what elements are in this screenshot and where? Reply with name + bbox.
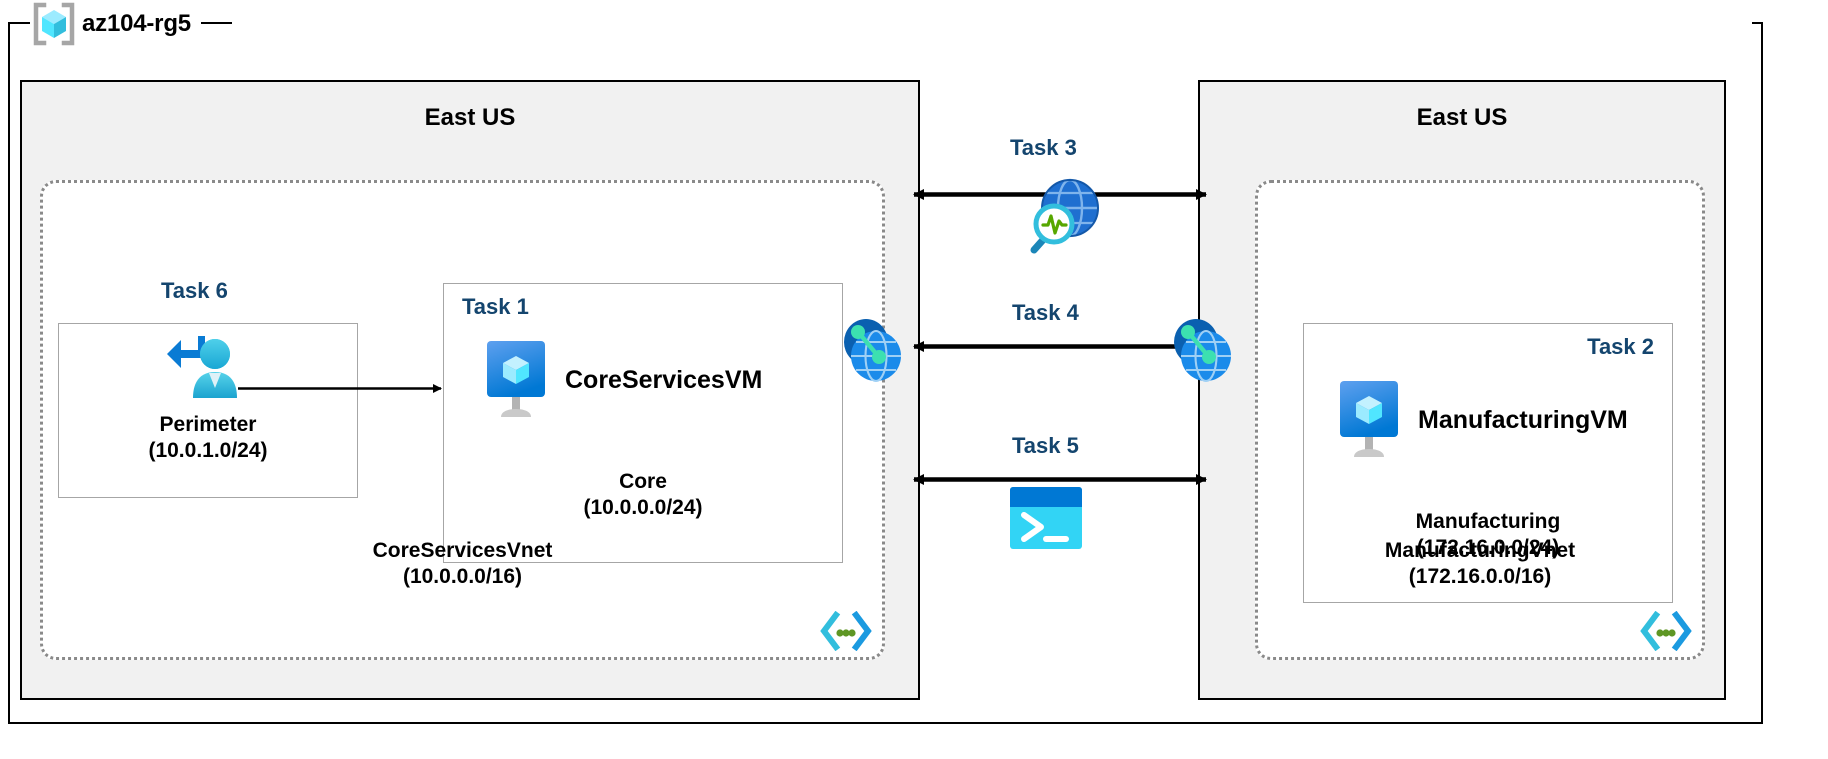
vnet-name-core: CoreServicesVnet [372,539,553,562]
vm-row-manufacturing: ManufacturingVM [1332,379,1628,461]
vnet-cidr-manufacturing: (172.16.0.0/16) [1408,565,1552,589]
task5-connector-arrow [913,474,1207,485]
resource-group-name: az104-rg5 [82,10,191,37]
subnet-label-perimeter: Perimeter (10.0.1.0/24) [59,412,357,465]
task-label-4: Task 4 [1012,300,1079,325]
subnet-label-manufacturing: Manufacturing (172.16.0.0/24) [1304,509,1672,562]
vnet-box-manufacturing: Task 2 [1255,180,1705,660]
task-label-3: Task 3 [1010,135,1077,160]
task-label-2: Task 2 [1587,334,1654,359]
resource-group-header: az104-rg5 [30,2,201,46]
vnet-label-core: CoreServicesVnet (10.0.0.0/16) [43,538,882,591]
vnet-name-manufacturing: ManufacturingVnet [1384,539,1576,562]
vnet-brackets-icon [1640,610,1692,652]
network-watcher-icon [1020,176,1099,254]
subnet-cidr-manufacturing: (172.16.0.0/24) [1416,536,1560,560]
vnet-peering-icon [1168,316,1232,383]
vnet-label-manufacturing: ManufacturingVnet (172.16.0.0/16) [1258,538,1702,591]
user-login-icon [167,332,239,404]
virtual-machine-icon [479,339,551,421]
cloud-shell-icon [1008,485,1082,549]
subnet-box-core: Task 1 [443,283,843,563]
vm-name-core: CoreServicesVM [565,365,763,394]
task4-connector-arrow [913,341,1207,352]
subnet-box-perimeter: Perimeter (10.0.1.0/24) [58,323,358,498]
vnet-cidr-core: (10.0.0.0/16) [402,565,523,589]
subnet-cidr-perimeter: (10.0.1.0/24) [148,439,268,463]
vnet-box-core: Perimeter (10.0.1.0/24) Task 6 Task 1 [40,180,885,660]
subnet-name-perimeter: Perimeter [159,413,257,436]
perimeter-to-core-arrow [238,384,442,393]
task-label-6: Task 6 [161,278,228,303]
region-box-right: East US Task 2 [1198,80,1726,700]
region-box-left: East US [20,80,920,700]
subnet-box-manufacturing: Task 2 [1303,323,1673,603]
subnet-name-manufacturing: Manufacturing [1415,510,1561,533]
task-label-1: Task 1 [462,294,529,319]
vm-row-core: CoreServicesVM [479,339,762,421]
vnet-peering-icon [838,316,902,383]
vnet-brackets-icon [820,610,872,652]
vm-name-manufacturing: ManufacturingVM [1418,405,1628,434]
task-label-5: Task 5 [1012,433,1079,458]
region-title-right: East US [1416,104,1508,131]
region-title-left: East US [424,104,516,131]
subnet-label-core: Core (10.0.0.0/24) [444,469,842,522]
subnet-cidr-core: (10.0.0.0/24) [583,496,703,520]
resource-group-cube-icon [30,0,78,48]
resource-group-frame-gap [232,20,1752,26]
subnet-name-core: Core [619,470,667,493]
virtual-machine-icon [1332,379,1404,461]
